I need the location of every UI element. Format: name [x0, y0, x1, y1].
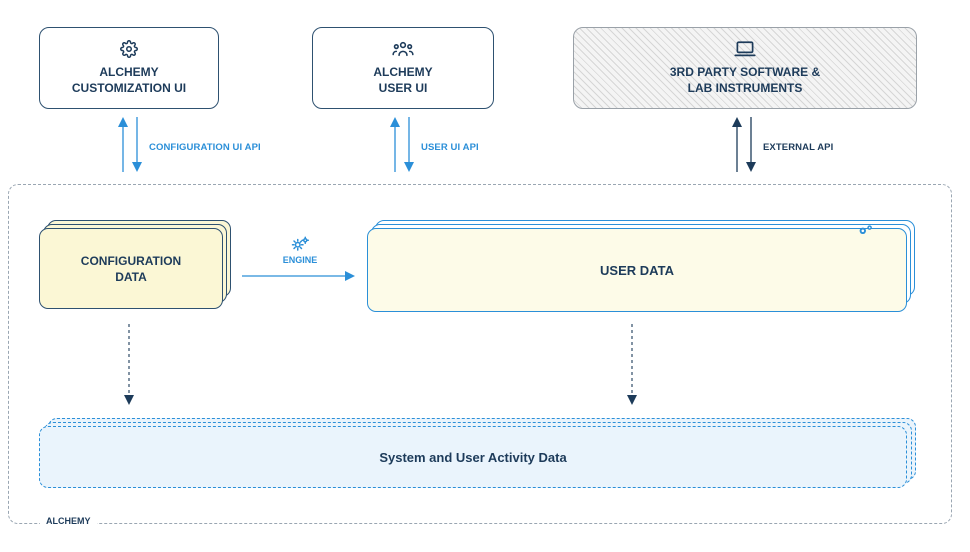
user-ui-api-label: USER UI API: [421, 142, 479, 153]
engine-icon: [268, 236, 332, 252]
users-icon: [392, 40, 414, 58]
alchemy-region-label: ALCHEMY: [40, 516, 97, 526]
alchemy-region: [8, 184, 952, 524]
configuration-data-card: CONFIGURATION DATA: [39, 228, 223, 309]
user-ui-label: ALCHEMY USER UI: [373, 65, 433, 95]
engine-label: ENGINE: [282, 255, 318, 265]
engine-group: ENGINE: [268, 236, 332, 265]
customization-ui-box: ALCHEMY CUSTOMIZATION UI: [39, 27, 219, 109]
user-ui-box: ALCHEMY USER UI: [312, 27, 494, 109]
third-party-box: 3RD PARTY SOFTWARE & LAB INSTRUMENTS: [573, 27, 917, 109]
customization-ui-label: ALCHEMY CUSTOMIZATION UI: [71, 65, 187, 95]
activity-data-label: System and User Activity Data: [379, 449, 567, 465]
user-data-card: USER DATA: [367, 228, 907, 312]
laptop-icon: [734, 40, 756, 58]
external-api-label: EXTERNAL API: [763, 142, 834, 153]
gear-icon: [120, 40, 138, 58]
configuration-ui-api-label: CONFIGURATION UI API: [149, 142, 261, 153]
user-data-label: USER DATA: [600, 262, 674, 278]
activity-data-card: System and User Activity Data: [39, 426, 907, 488]
third-party-label: 3RD PARTY SOFTWARE & LAB INSTRUMENTS: [669, 65, 821, 95]
user-data-gears-icon: [858, 224, 874, 236]
